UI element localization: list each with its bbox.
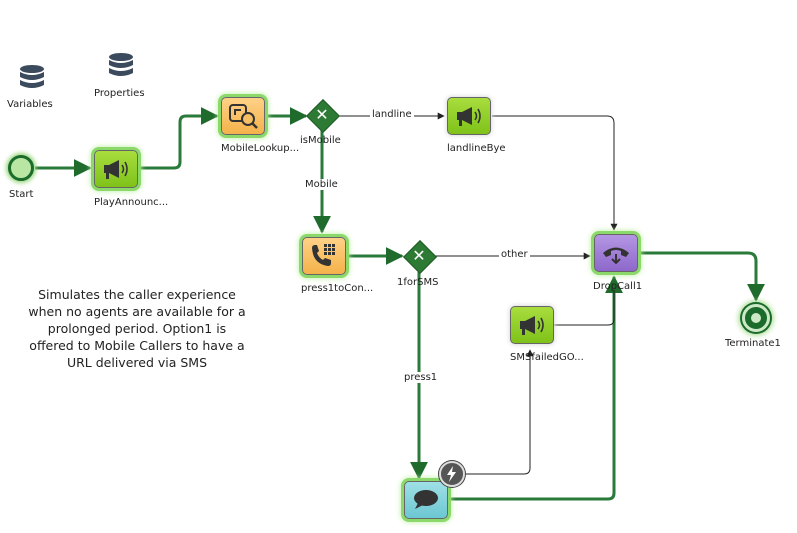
edge-dropcall-to-terminate[interactable] bbox=[638, 251, 765, 302]
decision-icon: ✕ bbox=[412, 246, 426, 265]
edge-sms-to-dropcall[interactable] bbox=[450, 275, 623, 501]
start-node[interactable] bbox=[8, 155, 34, 181]
edge-landlinebye-to-dropcall[interactable] bbox=[492, 115, 618, 231]
error-event-lightning[interactable] bbox=[439, 461, 465, 487]
edge-smsfailed-to-dropcall[interactable] bbox=[554, 290, 615, 326]
megaphone-icon bbox=[520, 316, 544, 335]
play-announcement-node[interactable] bbox=[94, 150, 138, 188]
ismobile-label: isMobile bbox=[300, 135, 341, 146]
drop-call-node[interactable] bbox=[594, 234, 638, 272]
forsms-label: 1forSMS bbox=[397, 277, 439, 288]
keypad-phone-icon bbox=[312, 244, 335, 266]
landline-bye-label: landlineBye bbox=[447, 143, 506, 154]
variables-label: Variables bbox=[7, 99, 53, 110]
terminate-label: Terminate1 bbox=[725, 338, 781, 349]
lookup-icon bbox=[229, 104, 258, 129]
mobile-lookup-node[interactable] bbox=[221, 97, 265, 135]
edge-label-landline: landline bbox=[370, 109, 414, 120]
edge-play-to-lookup[interactable] bbox=[139, 107, 219, 170]
terminate-node[interactable] bbox=[742, 304, 770, 332]
press1-to-con-node[interactable] bbox=[302, 237, 346, 275]
sms-failed-node[interactable] bbox=[510, 306, 554, 344]
megaphone-icon bbox=[104, 160, 128, 179]
flow-description: Simulates the caller experience when no … bbox=[28, 287, 246, 370]
chat-bubble-icon bbox=[414, 490, 438, 509]
edge-error-to-smsfailed[interactable] bbox=[466, 349, 534, 475]
properties-button[interactable]: Properties bbox=[92, 52, 152, 102]
edge-label-other: other bbox=[499, 249, 530, 260]
database-icon bbox=[20, 65, 44, 88]
press1-to-con-label: press1toCon... bbox=[301, 283, 374, 294]
variables-button[interactable]: Variables bbox=[4, 62, 62, 114]
properties-label: Properties bbox=[94, 88, 145, 99]
megaphone-icon bbox=[457, 107, 481, 126]
sms-failed-label: SMSfailedGO... bbox=[510, 352, 584, 363]
edge-label-mobile: Mobile bbox=[303, 179, 340, 190]
landline-bye-node[interactable] bbox=[447, 97, 491, 135]
decision-icon: ✕ bbox=[315, 105, 329, 124]
start-label: Start bbox=[9, 189, 34, 200]
lightning-icon bbox=[447, 466, 456, 482]
hangup-icon bbox=[603, 247, 629, 265]
terminate-dot bbox=[751, 313, 761, 323]
play-announcement-label: PlayAnnounc... bbox=[94, 197, 169, 208]
sms-send-node[interactable] bbox=[404, 481, 448, 519]
drop-call-label: DropCall1 bbox=[593, 281, 643, 292]
database-icon bbox=[109, 53, 133, 76]
edge-label-press1: press1 bbox=[402, 372, 440, 383]
mobile-lookup-label: MobileLookup... bbox=[221, 143, 300, 154]
